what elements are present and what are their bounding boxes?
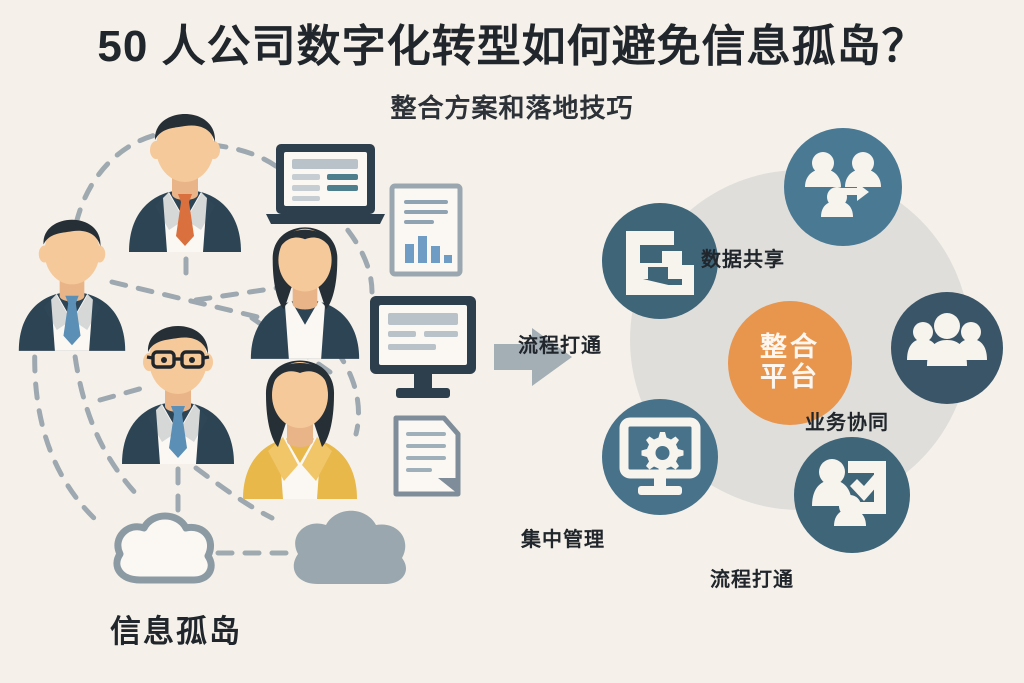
avatar-top-male [129,114,241,252]
hub-label-process-connect-a: 流程打通 [518,335,602,357]
desktop-monitor-icon [370,296,476,398]
hub-node-process-connect-b[interactable] [794,437,910,553]
hub-label-business-sync: 业务协同 [805,412,889,434]
silo-avatar-group [18,114,360,499]
hub-node-business-sync[interactable] [891,292,1003,404]
silo-label: 信息孤岛 [110,614,242,649]
hub-label-process-connect-b: 流程打通 [710,569,794,591]
avatar-bottom-female-yellow [243,360,357,499]
hub-center-line2: 平台 [760,362,820,393]
page-title: 50 人公司数字化转型如何避免信息孤岛？ [97,22,927,71]
transition-arrow-icon [494,328,572,386]
hub-node-process-connect-a[interactable] [602,203,718,319]
cloud-outline-icon [113,512,215,584]
avatar-left-male [18,219,126,351]
document-icon [393,415,461,497]
hub-center-line1: 整合 [760,332,820,362]
hub-node-data-sharing[interactable] [784,128,902,246]
integration-hub-diagram [602,128,1003,553]
page-subtitle: 整合方案和落地技巧 [390,93,634,123]
hub-center-label: 整合 平台 [690,332,890,392]
avatar-bottom-male-glasses [122,326,234,464]
laptop-icon [266,144,385,224]
cloud-filled-icon [293,510,407,584]
hub-node-central-manage[interactable] [602,399,718,515]
hub-label-data-sharing: 数据共享 [701,249,785,271]
hub-label-central-manage: 集中管理 [521,529,605,551]
report-document-icon [389,183,463,277]
silo-device-group [113,144,476,584]
hub-center-circle[interactable] [728,301,852,425]
